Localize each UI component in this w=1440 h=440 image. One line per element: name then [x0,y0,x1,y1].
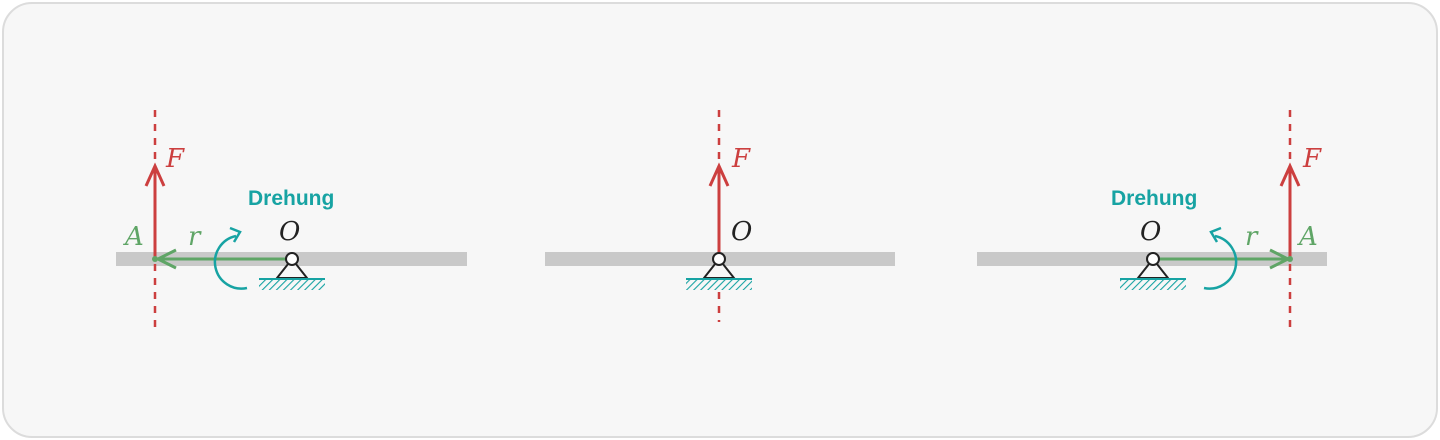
rotation-arrow [213,226,248,290]
point-label: A [123,222,144,252]
point-a-dot [152,256,158,262]
force-arrow [1279,162,1301,259]
panel-middle: F O [545,110,895,322]
force-label: F [165,144,185,174]
panel-right: F A r Drehung O [977,110,1327,330]
pivot-label: O [731,217,752,247]
pivot-label: O [1140,217,1161,247]
force-label: F [731,144,751,174]
force-arrow [708,162,730,259]
point-label: A [1297,222,1318,252]
pivot-support [259,252,325,290]
rotation-arrow [1203,226,1238,290]
lever-label: r [1245,222,1259,252]
pivot-support [1120,252,1186,290]
panel-left: F A r Drehung O [116,110,467,330]
point-a-dot [1287,256,1293,262]
pivot-support [686,252,752,290]
rotation-label: Drehung [248,187,334,210]
lever-label: r [188,222,202,252]
force-arrow [144,162,166,259]
force-label: F [1302,144,1322,174]
rotation-label: Drehung [1111,187,1197,210]
pivot-label: O [279,217,300,247]
